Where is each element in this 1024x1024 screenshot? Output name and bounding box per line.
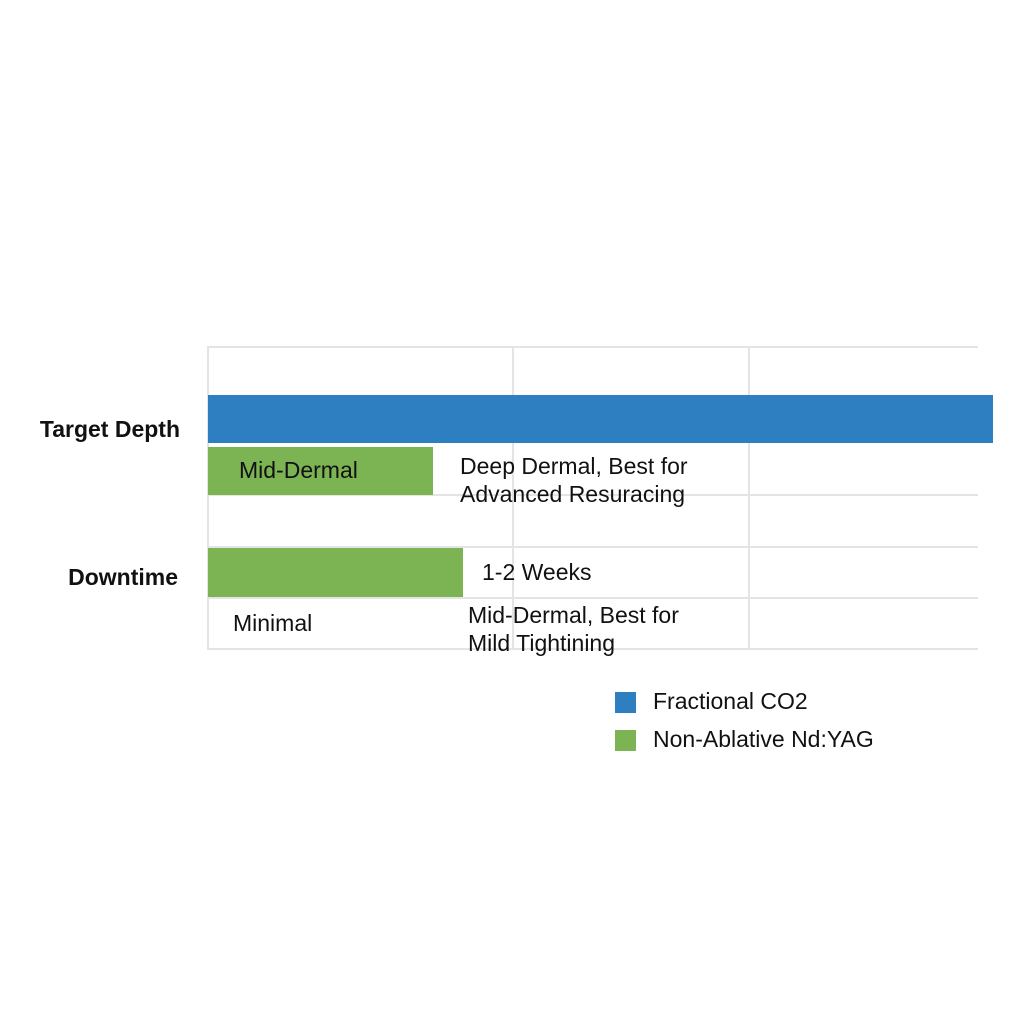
bar-label-1-2-weeks: 1-2 Weeks (482, 559, 592, 585)
legend-label-nd-yag: Non-Ablative Nd:YAG (653, 726, 874, 752)
category-label-downtime: Downtime (68, 564, 178, 590)
gridline (512, 346, 514, 650)
bar-nd-yag-target-depth (208, 447, 433, 495)
legend-label-fractional-co2: Fractional CO2 (653, 688, 808, 714)
annotation-deep-dermal-line2: Advanced Resuracing (460, 481, 686, 507)
bar-label-minimal: Minimal (233, 610, 313, 636)
annotation-mid-dermal-line1: Mid-Dermal, Best for (468, 602, 679, 628)
bar-fractional-co2-target-depth (208, 395, 993, 443)
bar-label-mid-dermal: Mid-Dermal (239, 457, 358, 483)
legend-swatch-nd-yag (615, 730, 636, 751)
legend-swatch-fractional-co2 (615, 692, 636, 713)
annotation-mid-dermal-line2: Mild Tightining (468, 630, 616, 656)
gridline (207, 346, 209, 650)
gridline (748, 346, 750, 650)
gridline (208, 546, 978, 548)
gridline (208, 648, 978, 650)
gridline (208, 346, 978, 348)
bar-nd-yag-downtime (208, 548, 463, 597)
category-label-target-depth: Target Depth (39, 416, 180, 442)
gridline (208, 494, 978, 496)
gridline (208, 597, 978, 599)
annotation-deep-dermal-line1: Deep Dermal, Best for (460, 453, 688, 479)
